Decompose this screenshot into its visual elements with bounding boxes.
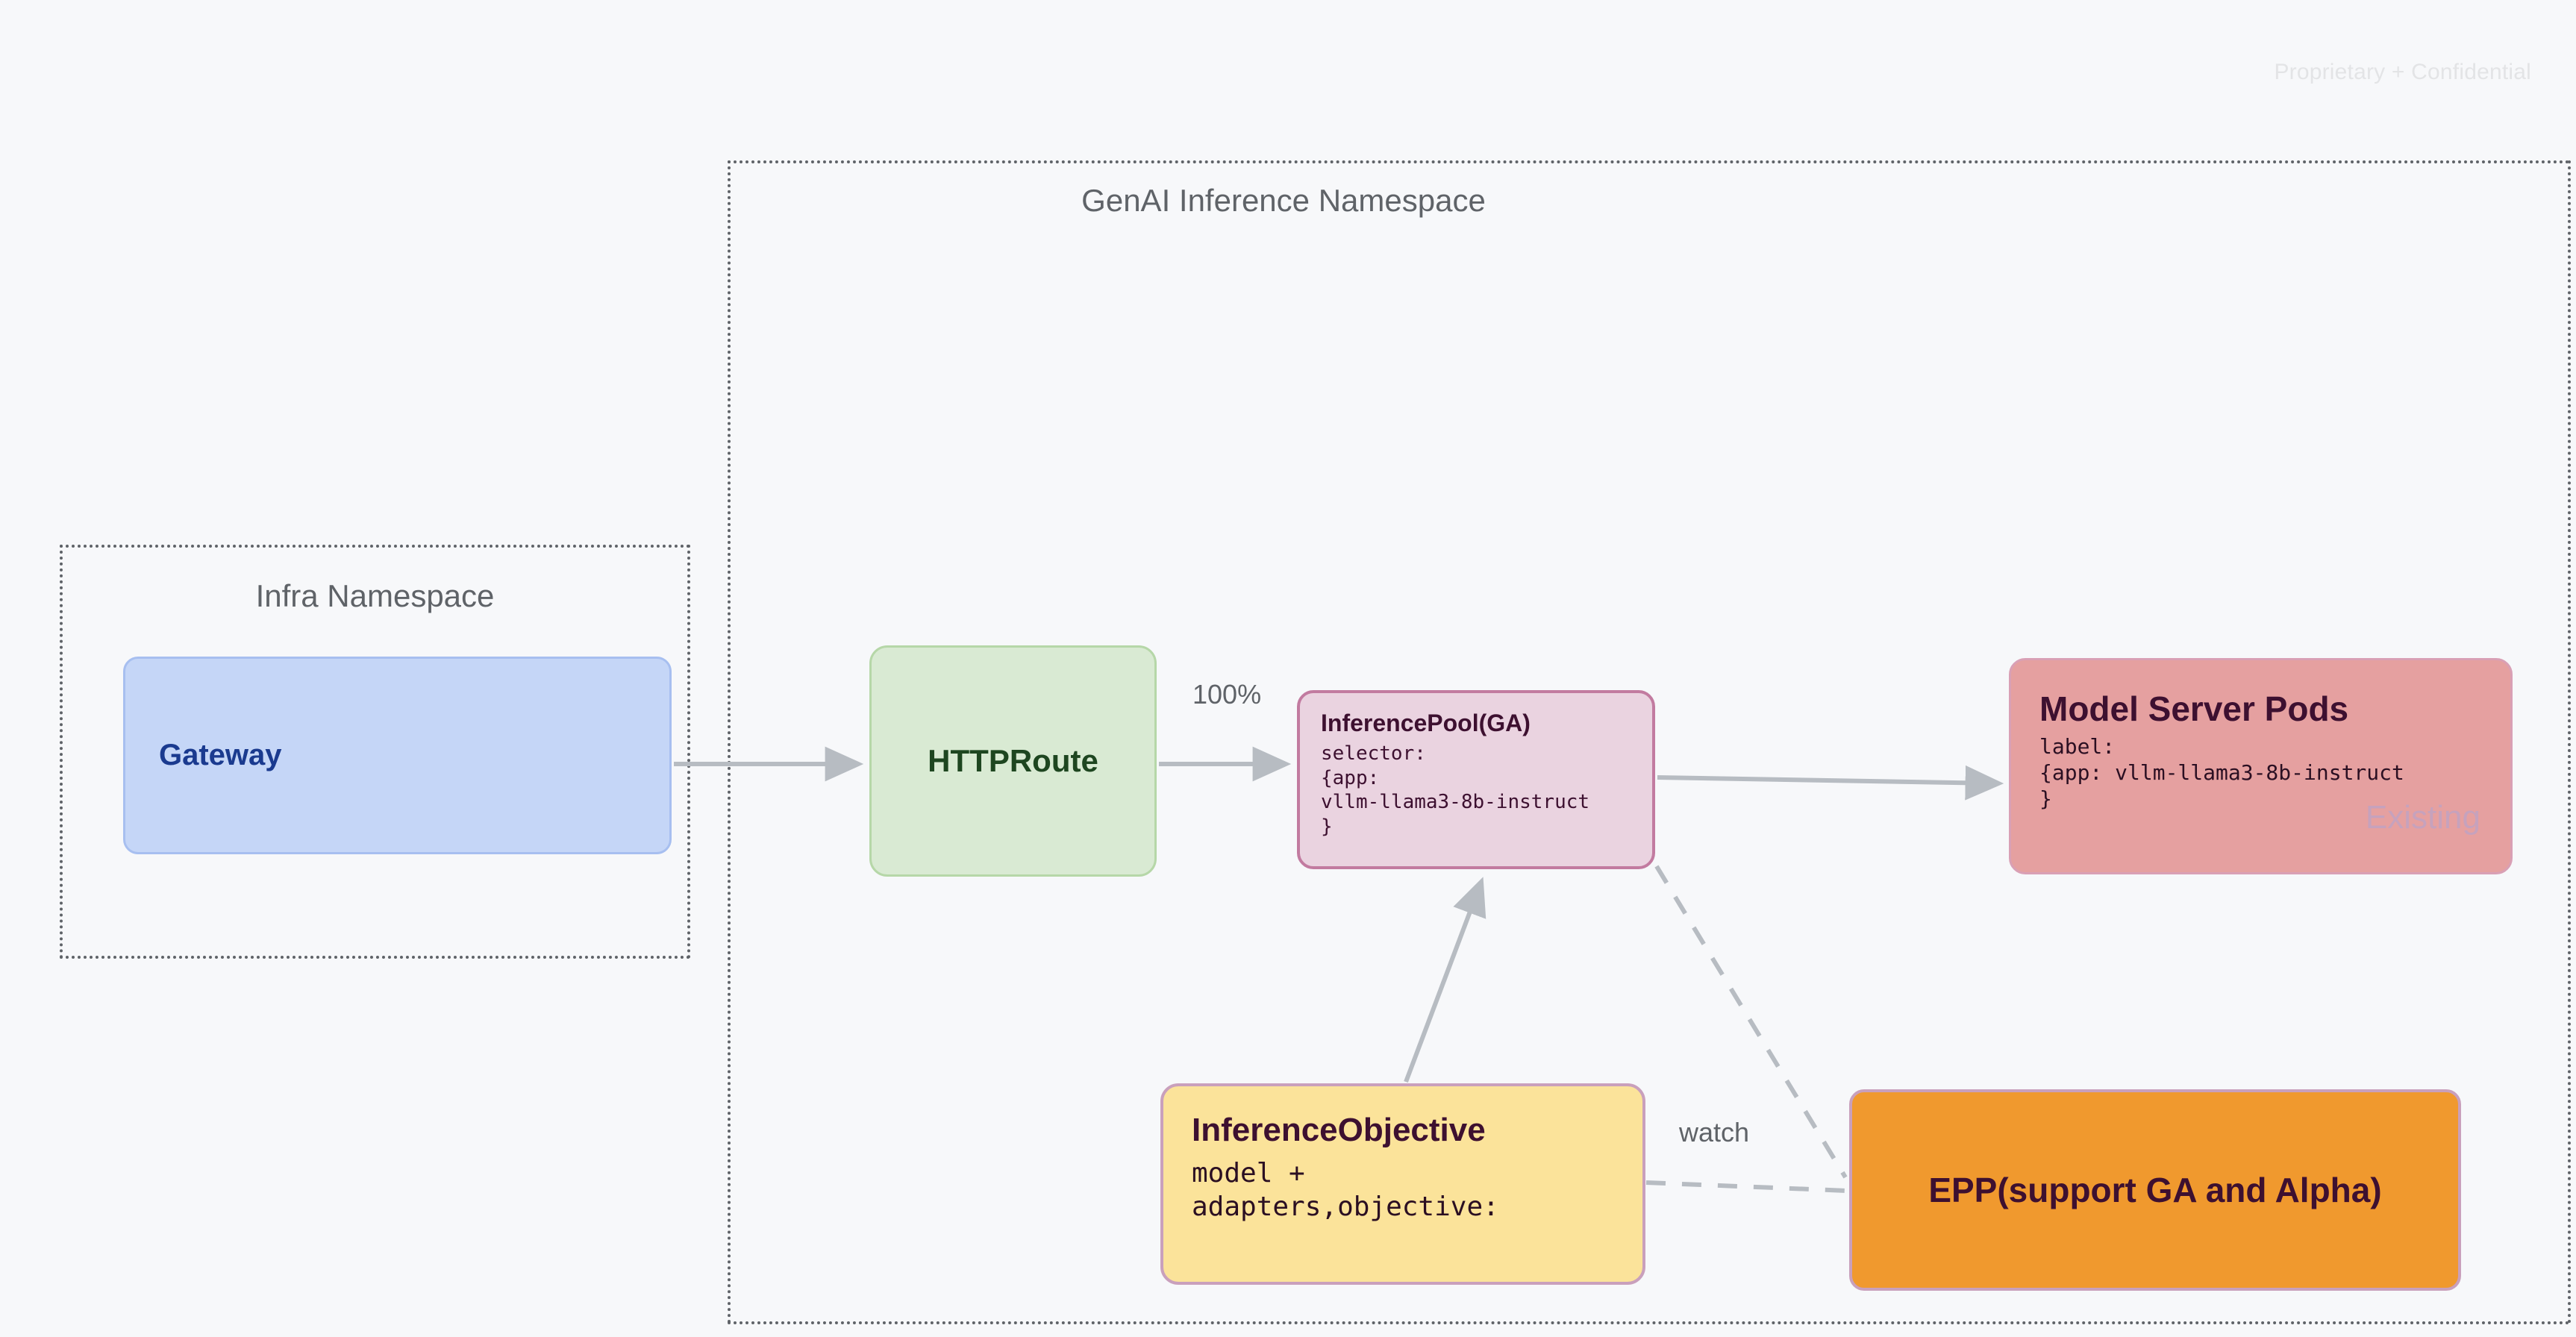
infra-namespace-container [60, 545, 690, 959]
node-httproute-title: HTTPRoute [928, 743, 1098, 778]
genai-namespace-container [728, 160, 2571, 1324]
node-inferenceobjective-body: model + adapters,objective: [1192, 1158, 1499, 1222]
node-httproute[interactable]: HTTPRoute [869, 645, 1157, 877]
node-inferenceobjective[interactable]: InferenceObjective model + adapters,obje… [1160, 1083, 1645, 1285]
edge-label-watch: watch [1679, 1117, 1750, 1147]
genai-namespace-title: GenAI Inference Namespace [1081, 183, 1486, 218]
node-inferenceobjective-title: InferenceObjective [1192, 1112, 1486, 1148]
node-inferencepool-title: InferencePool(GA) [1321, 710, 1531, 736]
node-inferencepool[interactable]: InferencePool(GA) selector: {app: vllm-l… [1297, 690, 1655, 869]
node-inferencepool-body: selector: {app: vllm-llama3-8b-instruct … [1321, 742, 1590, 838]
node-model-server-pods[interactable]: Model Server Pods label: {app: vllm-llam… [2009, 658, 2513, 874]
node-gateway-title: Gateway [159, 739, 282, 771]
node-epp[interactable]: EPP(support GA and Alpha) [1849, 1089, 2461, 1291]
confidentiality-watermark: Proprietary + Confidential [2274, 60, 2531, 84]
node-epp-title: EPP(support GA and Alpha) [1928, 1171, 2382, 1209]
node-gateway[interactable]: Gateway [123, 657, 672, 854]
node-model-server-pods-title: Model Server Pods [2039, 689, 2349, 728]
node-model-server-pods-body: label: {app: vllm-llama3-8b-instruct } [2039, 734, 2404, 811]
node-model-server-pods-existing-tag: Existing [2365, 799, 2480, 836]
edge-label-traffic-weight: 100% [1192, 679, 1262, 710]
infra-namespace-title: Infra Namespace [255, 578, 495, 613]
